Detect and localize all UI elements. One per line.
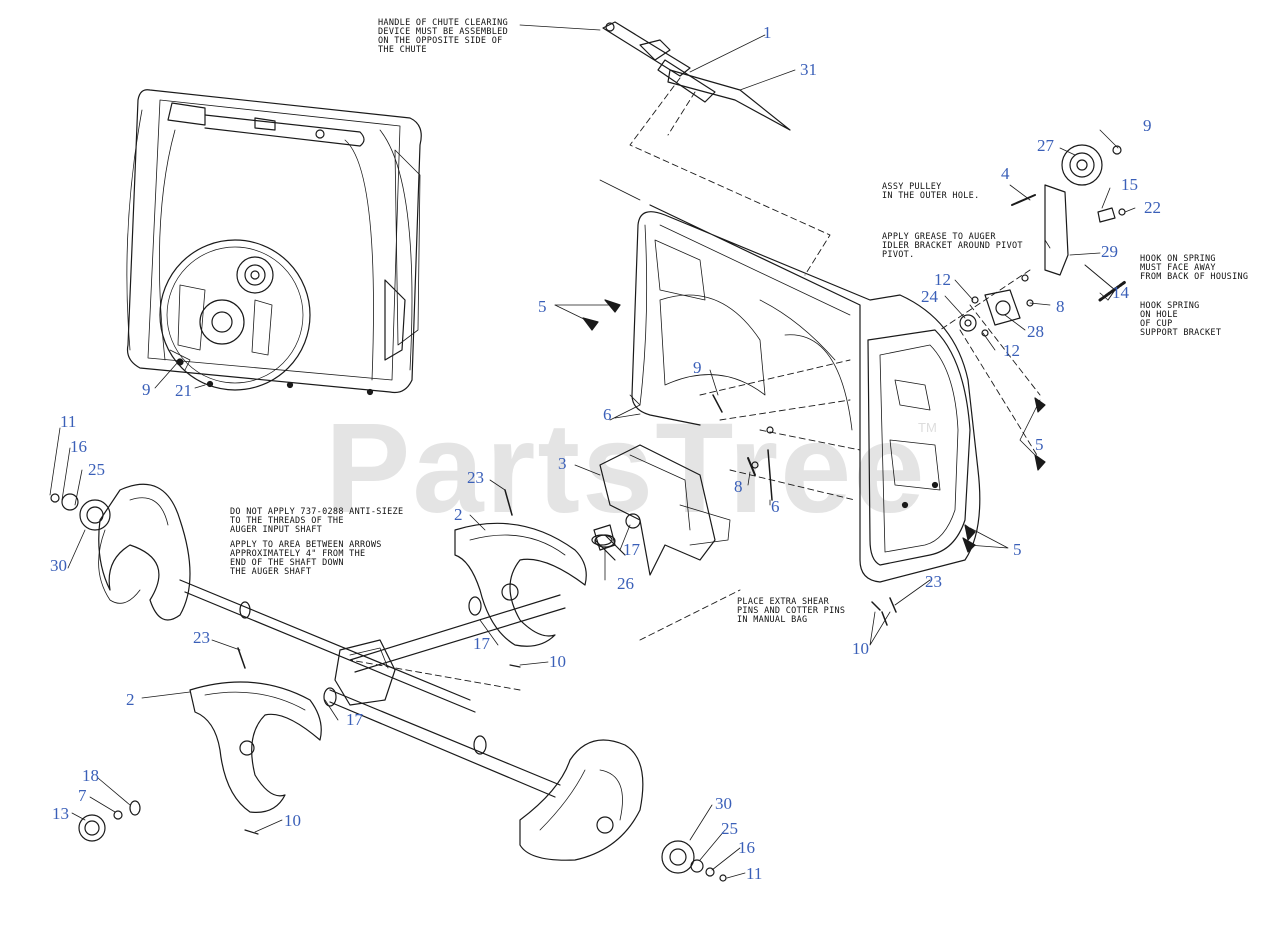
callout-26: 26 xyxy=(617,574,634,593)
auger-housing xyxy=(609,204,981,583)
callout-2-upper: 2 xyxy=(454,505,463,524)
housing-rear-view xyxy=(126,89,422,396)
callout-11-right: 11 xyxy=(746,864,763,883)
callout-18: 18 xyxy=(82,766,99,785)
callout-9-rear: 9 xyxy=(142,380,151,399)
note-grease: APPLY GREASE TO AUGER IDLER BRACKET AROU… xyxy=(882,232,1023,260)
callout-1: 1 xyxy=(763,23,772,42)
callout-31: 31 xyxy=(800,60,817,79)
callout-5-right-upper: 5 xyxy=(1035,435,1044,454)
callout-9: 9 xyxy=(1143,116,1152,135)
assembly-dashed-lines xyxy=(349,77,1041,691)
callout-30-right: 30 xyxy=(715,794,732,813)
hardware-bolts xyxy=(582,299,1046,553)
callout-27: 27 xyxy=(1037,136,1054,155)
callout-11-left: 11 xyxy=(60,412,77,431)
auger-support-bracket xyxy=(591,444,731,576)
callout-leaders xyxy=(49,34,1136,879)
chute-clearing-tool xyxy=(519,21,791,131)
trademark-mark: TM xyxy=(918,420,937,435)
callout-2-lower: 2 xyxy=(126,690,135,709)
callout-17-bracket: 17 xyxy=(623,540,640,559)
note-chute-handle: HANDLE OF CHUTE CLEARING DEVICE MUST BE … xyxy=(378,18,509,55)
note-antisieze: DO NOT APPLY 737-0288 ANTI-SIEZE TO THE … xyxy=(230,507,404,535)
partstree-watermark: PartsTree xyxy=(325,397,927,540)
callout-12-bottom: 12 xyxy=(1003,341,1020,360)
note-shear-pins: PLACE EXTRA SHEAR PINS AND COTTER PINS I… xyxy=(737,597,846,625)
callout-5-right-lower: 5 xyxy=(1013,540,1022,559)
callout-23-upper: 23 xyxy=(467,468,484,487)
callout-6-left: 6 xyxy=(603,405,612,424)
note-spring-face: HOOK ON SPRING MUST FACE AWAY FROM BACK … xyxy=(1140,254,1249,282)
callout-24: 24 xyxy=(921,287,938,306)
callout-15: 15 xyxy=(1121,175,1138,194)
callout-29: 29 xyxy=(1101,242,1118,261)
note-spring-hole: HOOK SPRING ON HOLE OF CUP SUPPORT BRACK… xyxy=(1140,301,1222,338)
callout-28: 28 xyxy=(1027,322,1044,341)
callout-25-left: 25 xyxy=(88,460,105,479)
callout-16-left: 16 xyxy=(70,437,87,456)
callout-5-left: 5 xyxy=(538,297,547,316)
note-pulley: ASSY PULLEY IN THE OUTER HOLE. xyxy=(882,182,980,201)
callout-23-lower: 23 xyxy=(193,628,210,647)
callout-9-housing: 9 xyxy=(693,358,702,377)
callout-22: 22 xyxy=(1144,198,1161,217)
callout-4: 4 xyxy=(1001,164,1010,183)
callout-25-right: 25 xyxy=(721,819,738,838)
callout-10-right: 10 xyxy=(852,639,869,658)
callout-23-right: 23 xyxy=(925,572,942,591)
callout-10-lower: 10 xyxy=(284,811,301,830)
callout-6-lower: 6 xyxy=(771,497,780,516)
callout-14: 14 xyxy=(1112,283,1129,302)
auger-shaft-assembly xyxy=(50,483,897,882)
callout-12-top: 12 xyxy=(934,270,951,289)
callout-13: 13 xyxy=(52,804,69,823)
callout-3: 3 xyxy=(558,454,567,473)
callout-10-middle: 10 xyxy=(549,652,566,671)
note-arrows: APPLY TO AREA BETWEEN ARROWS APPROXIMATE… xyxy=(230,540,382,577)
callout-30-left: 30 xyxy=(50,556,67,575)
callout-21: 21 xyxy=(175,381,192,400)
idler-bracket-assembly xyxy=(959,144,1127,337)
callout-17-lower: 17 xyxy=(346,710,363,729)
callout-8-right: 8 xyxy=(1056,297,1065,316)
callout-17-shaft: 17 xyxy=(473,634,490,653)
callout-16-right: 16 xyxy=(738,838,755,857)
callout-7: 7 xyxy=(78,786,87,805)
callout-8-lower: 8 xyxy=(734,477,743,496)
